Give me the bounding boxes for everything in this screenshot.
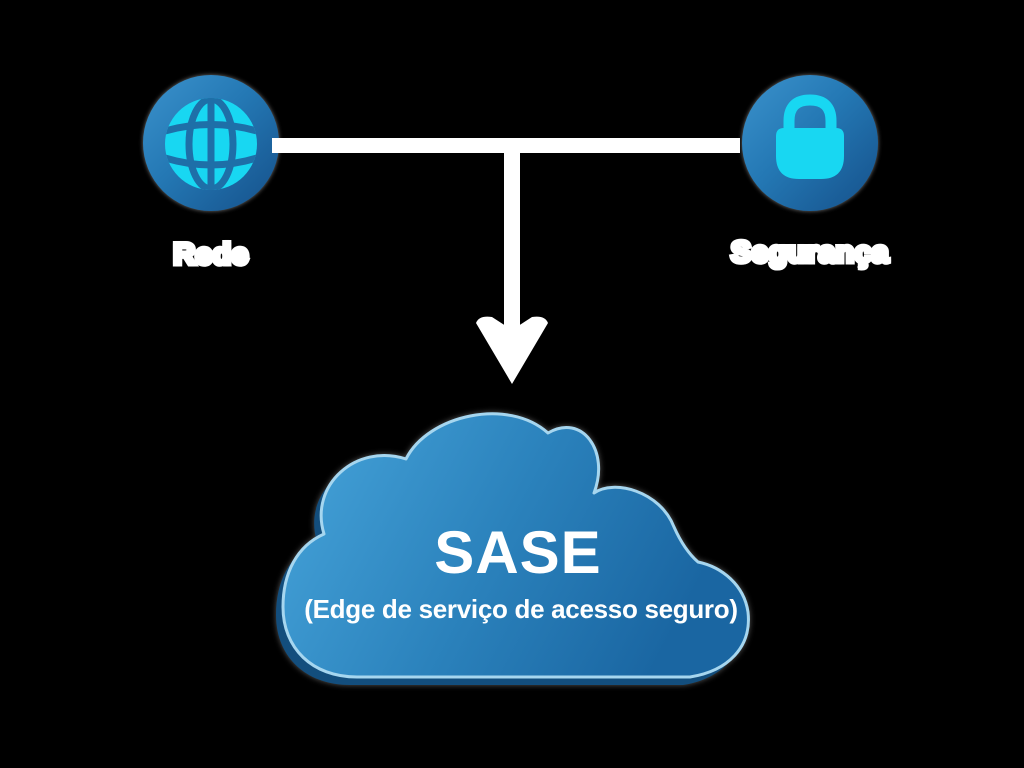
- network-label: Rede: [171, 236, 251, 274]
- cloud-shape-icon: [276, 412, 750, 685]
- cloud-title: SASE: [434, 519, 602, 586]
- vertical-connector-line: [504, 146, 520, 332]
- cloud-subtitle: (Edge de serviço de acesso seguro): [304, 594, 738, 624]
- network-node-circle: [143, 75, 279, 211]
- arrowhead-down-icon: [476, 316, 548, 384]
- lock-icon: [776, 94, 844, 179]
- security-label: Segurança: [729, 234, 891, 272]
- security-node-circle: [742, 75, 878, 211]
- sase-cloud: SASE (Edge de serviço de acesso seguro): [262, 405, 762, 695]
- globe-icon: [165, 98, 257, 190]
- horizontal-connector-line: [272, 138, 740, 153]
